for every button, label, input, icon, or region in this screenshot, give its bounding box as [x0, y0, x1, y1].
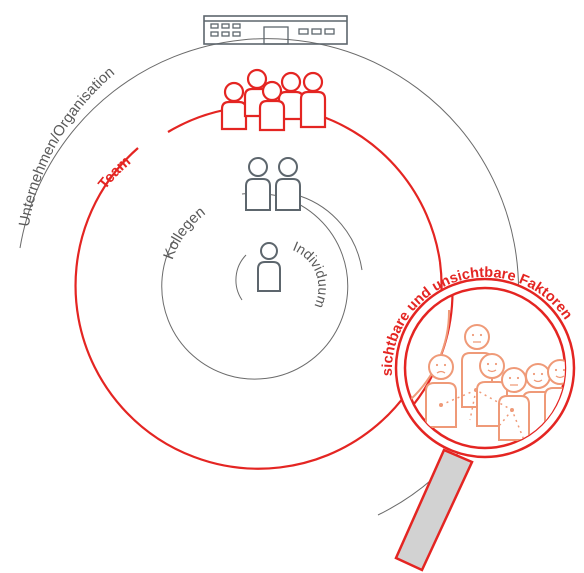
team-label: Team: [95, 153, 134, 193]
individual-label: Individuum: [291, 238, 332, 310]
organisation-label: Unternehmen/Organisation: [16, 64, 118, 228]
team-group-icon: [220, 68, 327, 132]
individual-ring: [235, 254, 247, 301]
colleagues-pair-icon: [245, 157, 301, 211]
colleagues-ring: [161, 192, 363, 380]
person-icon: [257, 242, 281, 292]
colleagues-label: Kollegen: [160, 203, 208, 261]
magnifying-glass-icon: [394, 277, 576, 572]
building-icon: [203, 15, 348, 45]
